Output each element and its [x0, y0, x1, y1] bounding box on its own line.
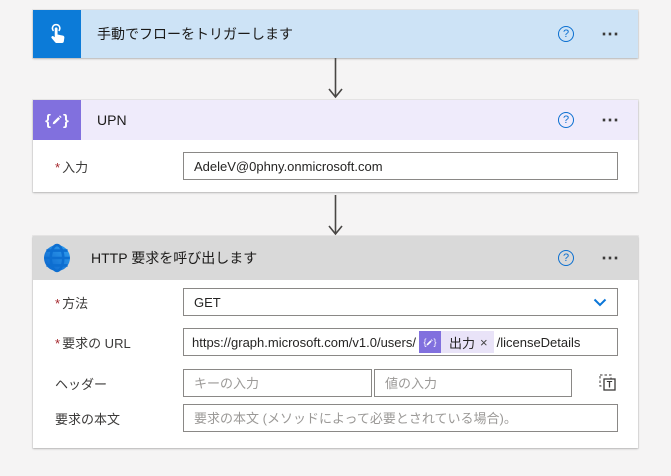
required-asterisk: *	[55, 335, 61, 351]
more-menu-icon[interactable]: ⋯	[601, 248, 620, 268]
required-asterisk: *	[55, 295, 61, 311]
text-mode-icon: T	[599, 374, 616, 391]
method-selected-value: GET	[194, 294, 221, 310]
chevron-down-icon	[593, 298, 607, 306]
dynamic-content-token[interactable]: {} 出力 ×	[418, 331, 494, 353]
flow-connector-arrow	[328, 195, 343, 236]
request-body-input[interactable]	[183, 404, 618, 432]
http-card-header[interactable]: HTTP 要求を呼び出します ? ⋯	[33, 236, 638, 280]
compose-input-label: *入力	[55, 159, 89, 175]
compose-card-header[interactable]: {} UPN ? ⋯	[33, 100, 638, 140]
header-key-input[interactable]	[183, 369, 372, 397]
svg-text:T: T	[607, 380, 613, 390]
http-action-icon	[33, 236, 81, 280]
token-close-icon[interactable]: ×	[480, 334, 488, 350]
method-label: *方法	[55, 295, 89, 311]
switch-to-text-mode-button[interactable]: T	[598, 373, 618, 393]
touch-icon	[51, 23, 65, 43]
compose-card[interactable]: {} UPN ? ⋯ *入力	[33, 100, 638, 192]
request-url-field[interactable]: https://graph.microsoft.com/v1.0/users/ …	[183, 328, 618, 356]
help-icon[interactable]: ?	[558, 112, 574, 128]
request-body-label: 要求の本文	[55, 411, 121, 427]
header-value-input[interactable]	[374, 369, 572, 397]
compose-action-icon: {}	[33, 100, 81, 140]
url-prefix-text: https://graph.microsoft.com/v1.0/users/	[192, 334, 416, 350]
trigger-card-header[interactable]: 手動でフローをトリガーします ? ⋯	[33, 10, 638, 58]
manual-trigger-icon	[33, 10, 81, 58]
http-request-card[interactable]: HTTP 要求を呼び出します ? ⋯ *方法 GET *要求の URL http…	[33, 236, 638, 448]
url-suffix-text: /licenseDetails	[496, 334, 581, 350]
method-select[interactable]: GET	[183, 288, 618, 316]
compose-card-title: UPN	[97, 112, 127, 128]
globe-icon	[44, 243, 70, 273]
http-card-title: HTTP 要求を呼び出します	[91, 250, 258, 266]
compose-input-field[interactable]	[183, 152, 618, 180]
more-menu-icon[interactable]: ⋯	[601, 24, 620, 44]
request-url-label: *要求の URL	[55, 335, 131, 351]
flow-connector-arrow	[328, 58, 343, 99]
token-label: 出力	[448, 335, 475, 351]
required-asterisk: *	[55, 159, 61, 175]
trigger-card[interactable]: 手動でフローをトリガーします ? ⋯	[33, 10, 638, 58]
headers-label: ヘッダー	[55, 376, 108, 392]
compose-braces-pencil-icon: {}	[45, 111, 69, 129]
compose-token-icon: {}	[418, 331, 441, 353]
trigger-card-title: 手動でフローをトリガーします	[97, 26, 293, 42]
help-icon[interactable]: ?	[558, 26, 574, 42]
more-menu-icon[interactable]: ⋯	[601, 110, 620, 130]
help-icon[interactable]: ?	[558, 250, 574, 266]
